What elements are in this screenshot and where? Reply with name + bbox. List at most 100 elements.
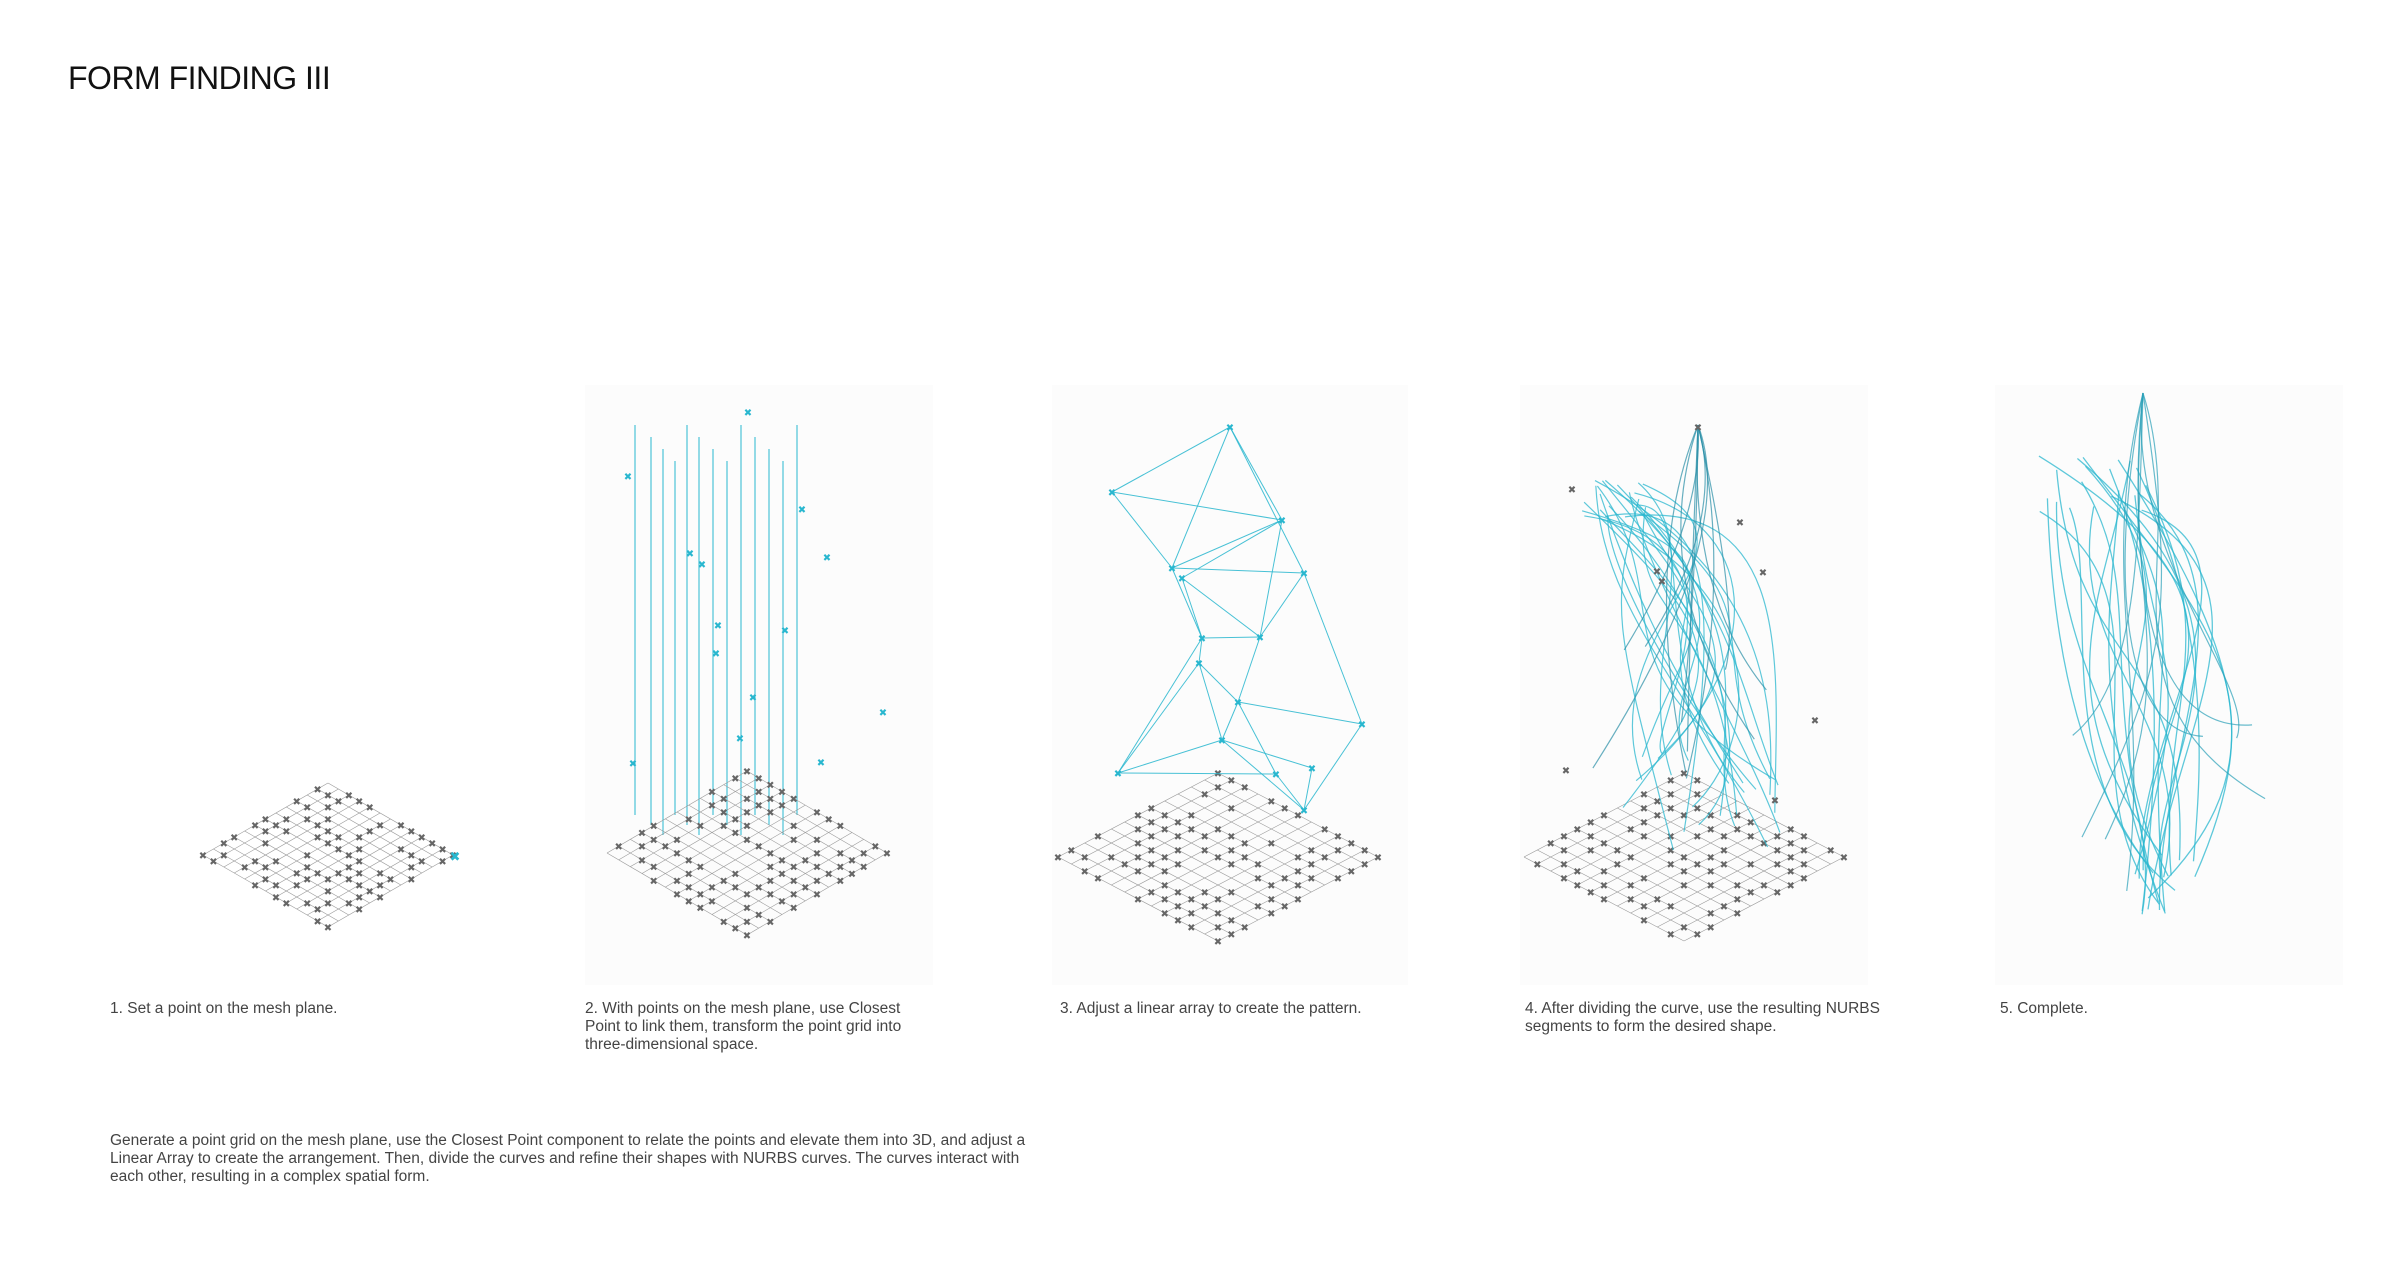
grid-point-marker: ✖ bbox=[1760, 881, 1768, 892]
grid-point-marker: ✖ bbox=[282, 827, 290, 838]
grid-point-marker: ✖ bbox=[708, 801, 716, 812]
grid-point-marker: ✖ bbox=[743, 917, 751, 928]
grid-point-marker: ✖ bbox=[1746, 832, 1754, 843]
grid-point-marker: ✖ bbox=[1174, 888, 1182, 899]
step-4-svg: ✖✖✖✖✖✖✖✖✖✖✖✖✖✖✖✖✖✖✖✖✖✖✖✖✖✖✖✖✖✖✖✖✖✖✖✖✖✖✖✖… bbox=[1523, 423, 1848, 942]
step-4-diagram: ✖✖✖✖✖✖✖✖✖✖✖✖✖✖✖✖✖✖✖✖✖✖✖✖✖✖✖✖✖✖✖✖✖✖✖✖✖✖✖✖… bbox=[1520, 385, 1868, 985]
grid-point-marker: ✖ bbox=[1680, 853, 1688, 864]
grid-point-marker: ✖ bbox=[754, 774, 762, 785]
grid-point-marker: ✖ bbox=[1160, 853, 1168, 864]
grid-point-marker: ✖ bbox=[719, 794, 727, 805]
grid-point-marker: ✖ bbox=[1733, 909, 1741, 920]
array-line bbox=[1117, 662, 1200, 774]
array-line bbox=[1259, 519, 1283, 638]
grid-point-marker: ✖ bbox=[1147, 888, 1155, 899]
grid-point-marker: ✖ bbox=[1214, 937, 1222, 948]
grid-point-marker: ✖ bbox=[1107, 853, 1115, 864]
grid-point-marker: ✖ bbox=[418, 857, 426, 868]
grid-point-marker: ✖ bbox=[1227, 888, 1235, 899]
final-curve bbox=[2137, 492, 2199, 911]
nurbs-curve bbox=[1607, 515, 1757, 790]
grid-point-marker: ✖ bbox=[1347, 867, 1355, 878]
grid-point-marker: ✖ bbox=[324, 887, 332, 898]
grid-point-marker: ✖ bbox=[334, 797, 342, 808]
grid-point-marker: ✖ bbox=[1573, 825, 1581, 836]
final-curve bbox=[2124, 392, 2203, 737]
grid-point-marker: ✖ bbox=[1147, 818, 1155, 829]
mesh-line bbox=[307, 842, 433, 916]
grid-point-marker: ✖ bbox=[719, 808, 727, 819]
grid-point-marker: ✖ bbox=[1240, 783, 1248, 794]
point-grid: ✖✖✖✖✖✖✖✖✖✖✖✖✖✖✖✖✖✖✖✖✖✖✖✖✖✖✖✖✖✖✖✖✖✖✖✖✖✖✖✖… bbox=[1054, 769, 1382, 948]
mesh-line bbox=[1683, 856, 1845, 942]
grid-point-marker: ✖ bbox=[1720, 832, 1728, 843]
grid-point-marker: ✖ bbox=[261, 827, 269, 838]
grid-point-marker: ✖ bbox=[1706, 909, 1714, 920]
grid-point-marker: ✖ bbox=[1227, 860, 1235, 871]
grid-point-marker: ✖ bbox=[1626, 825, 1634, 836]
step-2-svg: ✖✖✖✖✖✖✖✖✖✖✖✖✖✖✖✖✖✖✖✖✖✖✖✖✖✖✖✖✖✖✖✖✖✖✖✖✖✖✖✖… bbox=[606, 408, 891, 942]
grid-point-marker: ✖ bbox=[1240, 923, 1248, 934]
grid-point-marker: ✖ bbox=[272, 893, 280, 904]
grid-point-marker: ✖ bbox=[1214, 909, 1222, 920]
division-point-marker: ✖ bbox=[1811, 716, 1819, 727]
grid-point-marker: ✖ bbox=[303, 875, 311, 886]
elevated-point-marker: ✖ bbox=[879, 708, 887, 719]
grid-point-marker: ✖ bbox=[1720, 846, 1728, 857]
grid-point-marker: ✖ bbox=[1586, 832, 1594, 843]
grid-point-marker: ✖ bbox=[766, 794, 774, 805]
division-point-marker: ✖ bbox=[1736, 518, 1744, 529]
grid-point-marker: ✖ bbox=[1586, 818, 1594, 829]
grid-point-marker: ✖ bbox=[324, 803, 332, 814]
step-3-diagram: ✖✖✖✖✖✖✖✖✖✖✖✖✖✖✖✖✖✖✖✖✖✖✖✖✖✖✖✖✖✖✖✖✖✖✖✖✖✖✖✖… bbox=[1052, 385, 1408, 985]
grid-point-marker: ✖ bbox=[1826, 846, 1834, 857]
accent-point: ✖ bbox=[450, 849, 461, 864]
grid-point-marker: ✖ bbox=[1267, 881, 1275, 892]
grid-point-marker: ✖ bbox=[743, 835, 751, 846]
grid-point-marker: ✖ bbox=[220, 839, 228, 850]
elevated-point-marker: ✖ bbox=[749, 693, 757, 704]
grid-point-marker: ✖ bbox=[1840, 853, 1848, 864]
nurbs-curve bbox=[1616, 484, 1779, 786]
array-point-marker: ✖ bbox=[1108, 488, 1116, 499]
grid-point-marker: ✖ bbox=[1187, 909, 1195, 920]
step-2-caption: 2. With points on the mesh plane, use Cl… bbox=[585, 1000, 902, 1053]
array-line bbox=[1237, 701, 1363, 725]
grid-point-marker: ✖ bbox=[1800, 846, 1808, 857]
array-line bbox=[1221, 701, 1239, 741]
nurbs-curve bbox=[1604, 479, 1736, 827]
grid-point-marker: ✖ bbox=[708, 788, 716, 799]
grid-point-marker: ✖ bbox=[1214, 825, 1222, 836]
grid-point-marker: ✖ bbox=[1374, 853, 1382, 864]
elevated-point-marker: ✖ bbox=[817, 758, 825, 769]
mesh-line bbox=[1670, 849, 1831, 935]
final-curve bbox=[2072, 392, 2144, 736]
grid-point-marker: ✖ bbox=[1134, 895, 1142, 906]
grid-point-marker: ✖ bbox=[1693, 790, 1701, 801]
elevated-point-marker: ✖ bbox=[629, 759, 637, 770]
grid-point-marker: ✖ bbox=[1147, 804, 1155, 815]
nurbs-curve bbox=[1685, 424, 1715, 779]
final-curve bbox=[2123, 392, 2144, 892]
mesh-line bbox=[1217, 772, 1379, 858]
grid-point-marker: ✖ bbox=[731, 924, 739, 935]
array-line bbox=[1111, 426, 1231, 493]
array-line bbox=[1171, 567, 1305, 574]
grid-point-marker: ✖ bbox=[1254, 902, 1262, 913]
grid-point-marker: ✖ bbox=[719, 876, 727, 887]
nurbs-curve bbox=[1592, 424, 1708, 769]
nurbs-curve bbox=[1631, 483, 1698, 780]
grid-point-marker: ✖ bbox=[355, 833, 363, 844]
grid-point-marker: ✖ bbox=[813, 835, 821, 846]
grid-point-marker: ✖ bbox=[282, 815, 290, 826]
mesh-line bbox=[1204, 849, 1365, 935]
grid-point-marker: ✖ bbox=[731, 815, 739, 826]
grid-point-marker: ✖ bbox=[1134, 853, 1142, 864]
grid-point-marker: ✖ bbox=[1280, 874, 1288, 885]
grid-point-marker: ✖ bbox=[407, 851, 415, 862]
grid-point-marker: ✖ bbox=[293, 797, 301, 808]
nurbs-curve bbox=[1595, 485, 1769, 848]
nurbs-curve bbox=[1581, 510, 1730, 784]
panel-background bbox=[585, 385, 933, 985]
nurbs-curve bbox=[1596, 485, 1776, 781]
